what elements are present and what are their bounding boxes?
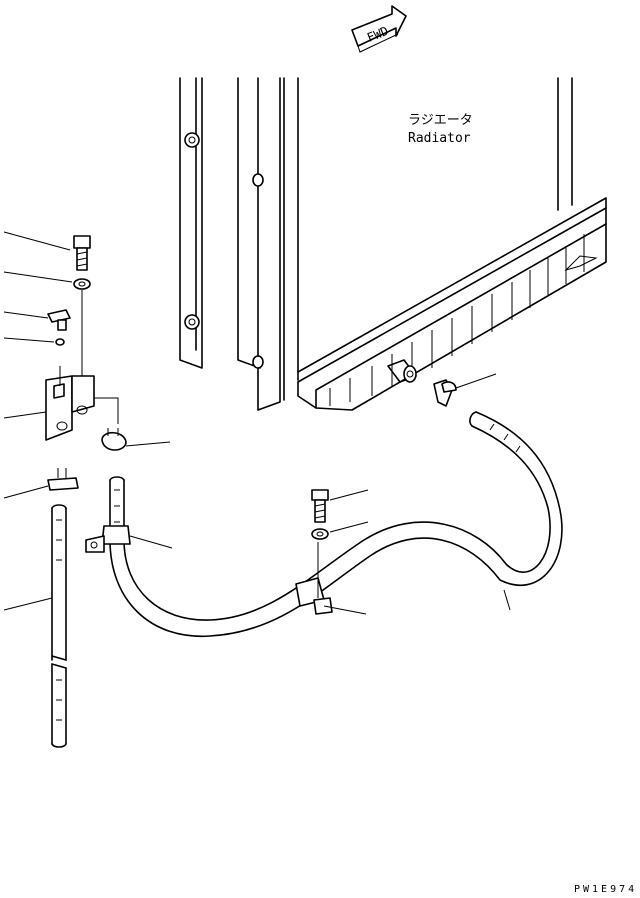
hose-clamp-mid xyxy=(295,542,367,615)
drain-cap xyxy=(433,373,497,407)
hose-clamp-left xyxy=(85,525,173,553)
radiator-label-jp: ラジエータ xyxy=(408,113,473,128)
drawing-code: PW1E974 xyxy=(574,884,637,895)
bolt-mid xyxy=(311,489,369,523)
fwd-arrow: FWD xyxy=(351,5,407,53)
left-bracket xyxy=(3,366,119,441)
left-screw xyxy=(3,309,71,331)
drain-hose xyxy=(109,411,563,637)
washer-mid xyxy=(311,521,369,540)
radiator-label-en: Radiator xyxy=(408,131,471,146)
left-bolt xyxy=(3,231,91,271)
left-pipe xyxy=(3,504,67,748)
left-small-washer xyxy=(3,337,65,346)
left-cap xyxy=(101,428,171,451)
left-washer xyxy=(3,271,91,380)
radiator: ラジエータ Radiator xyxy=(179,77,607,411)
left-nut xyxy=(3,468,79,499)
